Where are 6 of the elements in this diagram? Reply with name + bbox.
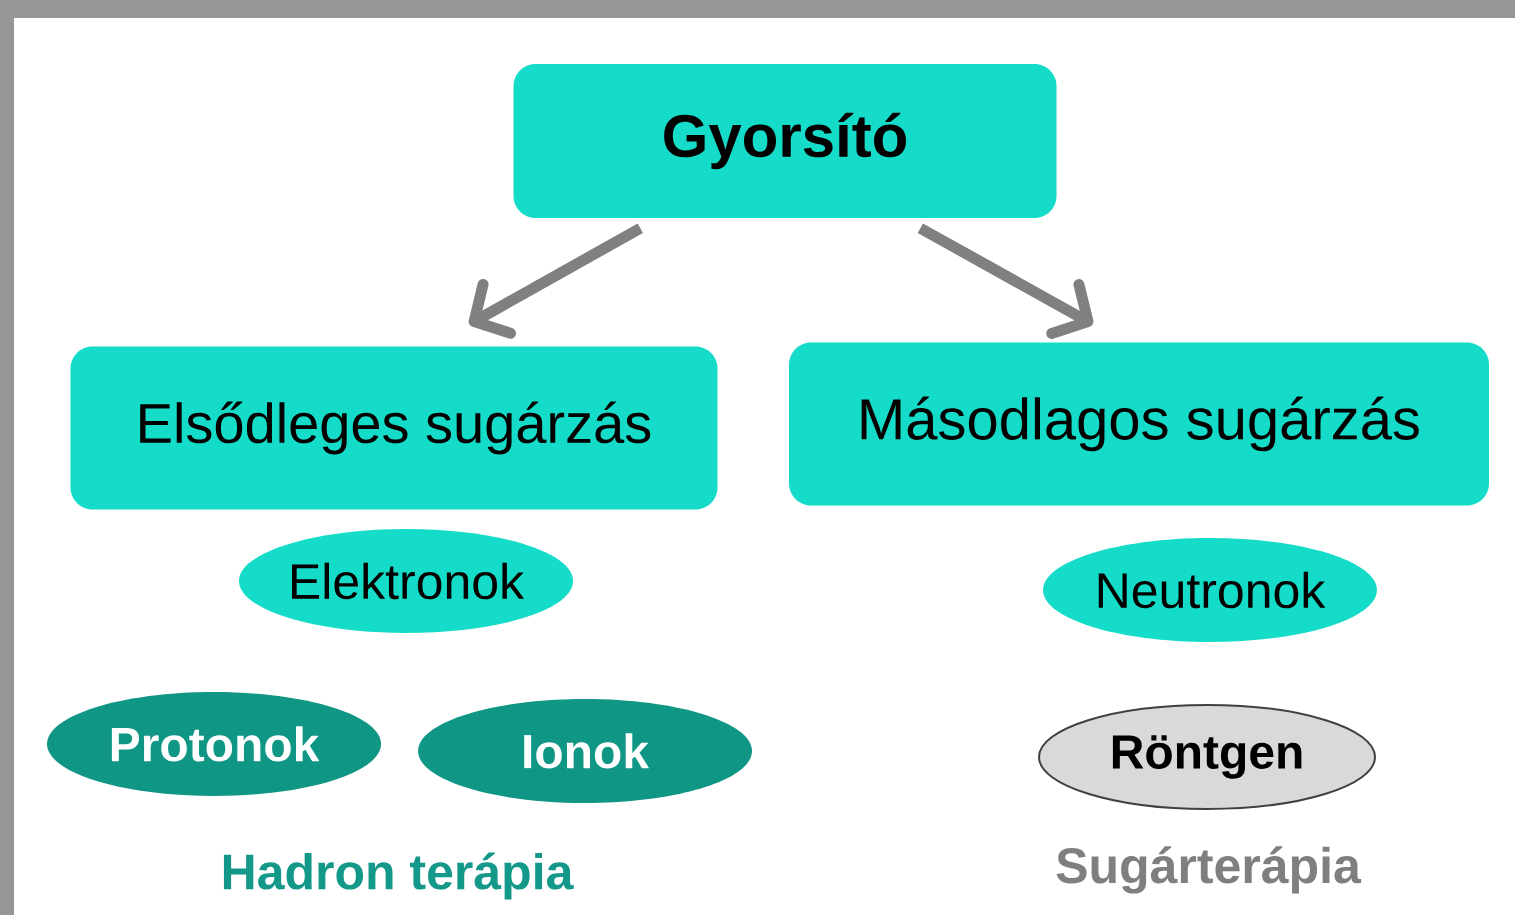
process-box: Gyorsító (513, 64, 1057, 218)
arrow (917, 223, 1094, 339)
process-box: Elsődleges sugárzás (70, 346, 718, 510)
process-box: Másodlagos sugárzás (789, 342, 1489, 506)
group-label: Hadron terápia (223, 852, 574, 900)
arrow (468, 223, 643, 339)
